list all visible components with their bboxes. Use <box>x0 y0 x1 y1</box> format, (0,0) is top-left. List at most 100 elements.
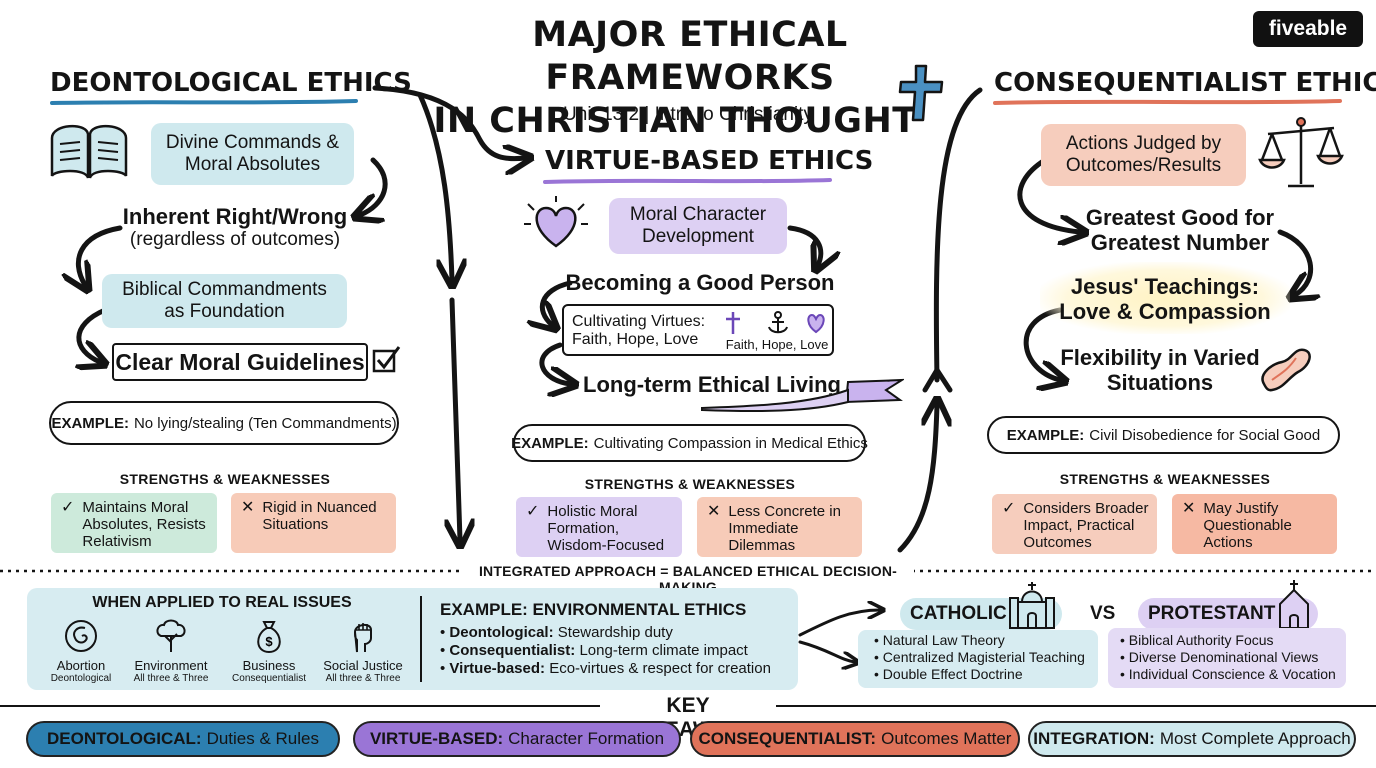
env-point-virtue: • Virtue-based: Eco-virtues & respect fo… <box>440 660 771 677</box>
balance-scale-icon <box>1258 114 1344 197</box>
flexible-band-icon <box>1258 344 1314 399</box>
deon-example-bubble: EXAMPLE: No lying/stealing (Ten Commandm… <box>49 401 399 445</box>
takeaway-deontological-text: Duties & Rules <box>206 729 319 748</box>
issue-environment: Environment All three & Three <box>125 618 217 684</box>
protestant-point-3: • Individual Conscience & Vocation <box>1120 666 1336 682</box>
catholic-point-2: • Centralized Magisterial Teaching <box>874 649 1085 665</box>
hope-anchor-icon <box>768 311 788 334</box>
heart-icon <box>520 194 592 259</box>
deon-step-divine-commands: Divine Commands & Moral Absolutes <box>151 123 354 185</box>
env-point-deontological: • Deontological: Stewardship duty <box>440 624 673 641</box>
checkbox-icon <box>372 345 402 380</box>
real-issues-panel: WHEN APPLIED TO REAL ISSUES Abortion Deo… <box>27 588 798 690</box>
takeaway-deontological: DEONTOLOGICAL:Duties & Rules <box>26 721 340 757</box>
issue-abortion-label: Abortion <box>56 658 106 673</box>
issue-business: $ Business Consequentialist <box>223 618 315 684</box>
fetus-icon <box>35 618 127 659</box>
deon-weakness: ✕ Rigid in Nuanced Situations <box>231 493 396 553</box>
virtue-example-bubble: EXAMPLE: Cultivating Compassion in Medic… <box>511 424 868 462</box>
conseq-weakness-text: May Justify Questionable Actions <box>1203 500 1292 551</box>
love-heart-icon <box>807 313 825 334</box>
catholic-point-3: • Double Effect Doctrine <box>874 666 1023 682</box>
virtue-step-cultivating: Cultivating Virtues: Faith, Hope, Love F… <box>562 304 834 356</box>
conseq-strength: ✓ Considers Broader Impact, Practical Out… <box>992 494 1157 554</box>
protestant-point-1: • Biblical Authority Focus <box>1120 632 1274 648</box>
protestant-points: • Biblical Authority Focus • Diverse Den… <box>1108 628 1346 688</box>
takeaway-virtue: VIRTUE-BASED:Character Formation <box>353 721 681 757</box>
takeaway-integration-term: INTEGRATION: <box>1033 729 1155 748</box>
integrated-approach-label: INTEGRATED APPROACH = BALANCED ETHICAL D… <box>462 563 914 595</box>
virtue-example-label: EXAMPLE: <box>511 434 589 452</box>
check-icon: ✓ <box>1002 500 1016 517</box>
deon-weakness-text: Rigid in Nuanced Situations <box>262 499 377 533</box>
raised-fist-icon <box>317 618 409 659</box>
deon-step-inherent: Inherent Right/Wrong (regardless of outc… <box>100 204 370 251</box>
issue-social-justice-sub: All three & Three <box>325 673 401 684</box>
conseq-example-label: EXAMPLE: <box>1006 426 1085 444</box>
x-icon: ✕ <box>707 503 721 520</box>
title-line-2: IN CHRISTIAN THOUGHT <box>433 101 917 141</box>
title-line-1: MAJOR ETHICAL FRAMEWORKS <box>532 15 848 98</box>
issue-social-justice: Social Justice All three & Three <box>317 618 409 684</box>
panel-divider <box>420 596 422 682</box>
fiveable-logo[interactable]: fiveable <box>1253 11 1363 47</box>
virtue-title: VIRTUE-BASED ETHICS <box>545 146 874 176</box>
takeaway-integration: INTEGRATION:Most Complete Approach <box>1028 721 1356 757</box>
protestant-point-2: • Diverse Denominational Views <box>1120 649 1319 665</box>
consequentialist-title: CONSEQUENTIALIST ETHICS <box>994 68 1376 98</box>
x-icon: ✕ <box>241 499 255 516</box>
deon-strength: ✓ Maintains Moral Absolutes, Resists Rela… <box>51 493 217 553</box>
catholic-points: • Natural Law Theory • Centralized Magis… <box>858 630 1098 688</box>
deon-strength-text: Maintains Moral Absolutes, Resists Relat… <box>82 499 206 550</box>
conseq-step-jesus: Jesus' Teachings: Love & Compassion <box>1059 274 1271 324</box>
virtue-symbols <box>721 310 833 341</box>
check-icon: ✓ <box>61 499 75 516</box>
virtue-weakness: ✕Less Concrete in Immediate Dilemmas <box>697 497 862 557</box>
conseq-sw-heading: STRENGTHS & WEAKNESSES <box>1059 471 1271 487</box>
takeaway-virtue-text: Character Formation <box>508 729 665 748</box>
virtue-strength: ✓Holistic Moral Formation, Wisdom-Focuse… <box>516 497 682 557</box>
env-point-consequentialist: • Consequentialist: Long-term climate im… <box>440 642 748 659</box>
takeaway-integration-text: Most Complete Approach <box>1159 729 1351 748</box>
takeaway-deontological-term: DEONTOLOGICAL: <box>46 729 202 748</box>
deontological-title: DEONTOLOGICAL ETHICS <box>50 68 412 98</box>
issue-abortion-sub: Deontological <box>50 673 112 684</box>
takeaway-consequentialist-term: CONSEQUENTIALIST: <box>698 729 877 748</box>
virtue-example-text: Cultivating Compassion in Medical Ethics <box>593 434 868 452</box>
deon-example-text: No lying/stealing (Ten Commandments) <box>133 414 397 432</box>
cross-icon <box>898 64 944 127</box>
env-example-list: • Deontological: Stewardship duty • Cons… <box>440 624 771 678</box>
svg-text:$: $ <box>265 634 273 649</box>
real-issues-heading: WHEN APPLIED TO REAL ISSUES <box>92 594 352 611</box>
tree-icon <box>125 618 217 659</box>
virtue-step-character: Moral Character Development <box>609 198 787 254</box>
env-example-heading: EXAMPLE: ENVIRONMENTAL ETHICS <box>440 600 747 619</box>
virtue-cultivating-text: Cultivating Virtues: Faith, Hope, Love <box>572 313 706 348</box>
conseq-example-text: Civil Disobedience for Social Good <box>1089 426 1321 444</box>
deon-step-inherent-main: Inherent Right/Wrong <box>122 204 348 229</box>
check-icon: ✓ <box>526 503 540 520</box>
page-title: MAJOR ETHICAL FRAMEWORKS IN CHRISTIAN TH… <box>400 14 980 143</box>
conseq-highlight-glow <box>1040 262 1290 334</box>
conseq-step-flexibility: Flexibility in Varied Situations <box>1060 345 1260 395</box>
issue-environment-sub: All three & Three <box>133 673 209 684</box>
cathedral-icon <box>1008 580 1056 635</box>
issue-social-justice-label: Social Justice <box>323 658 403 673</box>
church-icon <box>1272 578 1316 635</box>
faith-cross-icon <box>726 312 740 334</box>
issue-abortion: Abortion Deontological <box>35 618 127 684</box>
catholic-point-1: • Natural Law Theory <box>874 632 1005 648</box>
conseq-strength-text: Considers Broader Impact, Practical Outc… <box>1023 500 1149 551</box>
virtue-symbols-caption: Faith, Hope, Love <box>725 337 829 352</box>
deon-example-label: EXAMPLE: <box>51 414 129 432</box>
vs-label: VS <box>1090 603 1116 624</box>
conseq-step-greatest-good: Greatest Good for Greatest Number <box>1085 205 1275 255</box>
takeaway-consequentialist-text: Outcomes Matter <box>881 729 1012 748</box>
money-bag-icon: $ <box>223 618 315 659</box>
deon-sw-heading: STRENGTHS & WEAKNESSES <box>119 471 331 487</box>
takeaway-virtue-term: VIRTUE-BASED: <box>369 729 504 748</box>
stone-tablets-icon <box>46 118 132 189</box>
deon-step-inherent-sub: (regardless of outcomes) <box>129 229 341 250</box>
conseq-step-outcomes: Actions Judged by Outcomes/Results <box>1041 124 1246 186</box>
